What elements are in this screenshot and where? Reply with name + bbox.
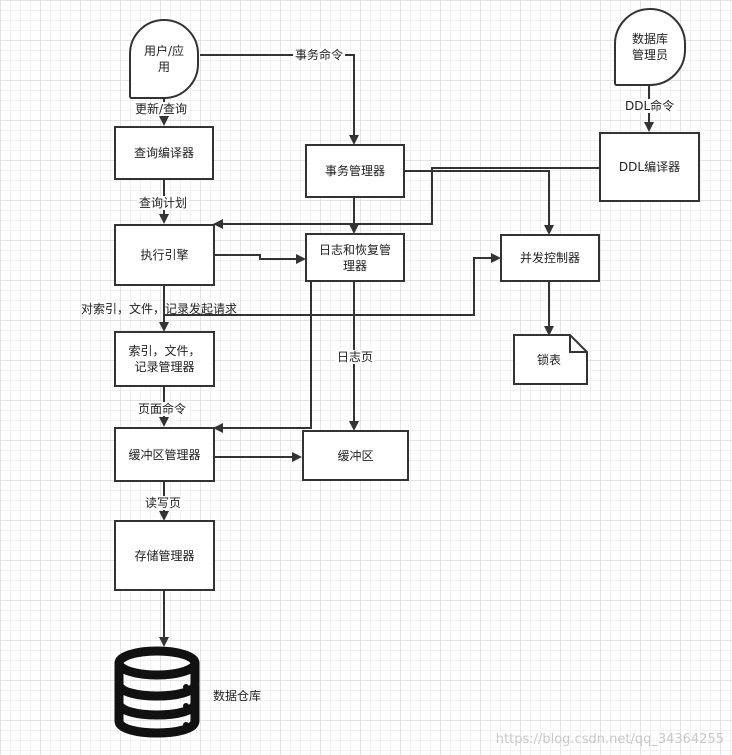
- node-exec-engine[interactable]: 执行引擎: [114, 224, 215, 286]
- node-ddl-compiler[interactable]: DDL编译器: [599, 132, 700, 202]
- node-query-compiler[interactable]: 查询编译器: [114, 126, 214, 180]
- edge-exec-log: [215, 254, 306, 264]
- label-log-page: 日志页: [335, 350, 376, 364]
- edge-txn-concurrency: [405, 170, 554, 235]
- node-lock-table[interactable]: 锁表: [513, 334, 589, 386]
- node-storage-manager[interactable]: 存储管理器: [114, 520, 215, 591]
- database-icon[interactable]: [114, 646, 204, 740]
- node-dba[interactable]: 数据库 管理员: [614, 8, 686, 86]
- edge-txn-cmd: [200, 54, 359, 145]
- label-txn-cmd: 事务命令: [293, 48, 346, 62]
- edge-log-buffermgr: [213, 282, 312, 433]
- label-rw-page: 读写页: [143, 496, 184, 510]
- label-query-plan: 查询计划: [137, 196, 190, 210]
- edge-ddl-exec: [213, 167, 599, 229]
- label-update-query: 更新/查询: [133, 102, 190, 116]
- label-page-cmd: 页面命令: [136, 402, 189, 416]
- node-log-recovery[interactable]: 日志和恢复管 理器: [305, 233, 405, 282]
- label-index-request: 对索引，文件，记录发起请求: [81, 302, 238, 316]
- node-concurrency-controller[interactable]: 并发控制器: [500, 234, 600, 282]
- node-data-warehouse-label: 数据仓库: [213, 689, 262, 703]
- lock-table-label: 锁表: [537, 352, 561, 367]
- node-user-app[interactable]: 用户/应 用: [129, 19, 199, 99]
- edge-request-concurrency: [164, 253, 501, 316]
- node-buffer[interactable]: 缓冲区: [302, 430, 409, 481]
- node-txn-manager[interactable]: 事务管理器: [305, 144, 405, 198]
- label-ddl-cmd: DDL命令: [623, 99, 677, 113]
- node-index-file-manager[interactable]: 索引，文件， 记录管理器: [114, 331, 215, 387]
- node-buffer-manager[interactable]: 缓冲区管理器: [114, 427, 215, 482]
- watermark: https://blog.csdn.net/qq_34364255: [495, 732, 724, 747]
